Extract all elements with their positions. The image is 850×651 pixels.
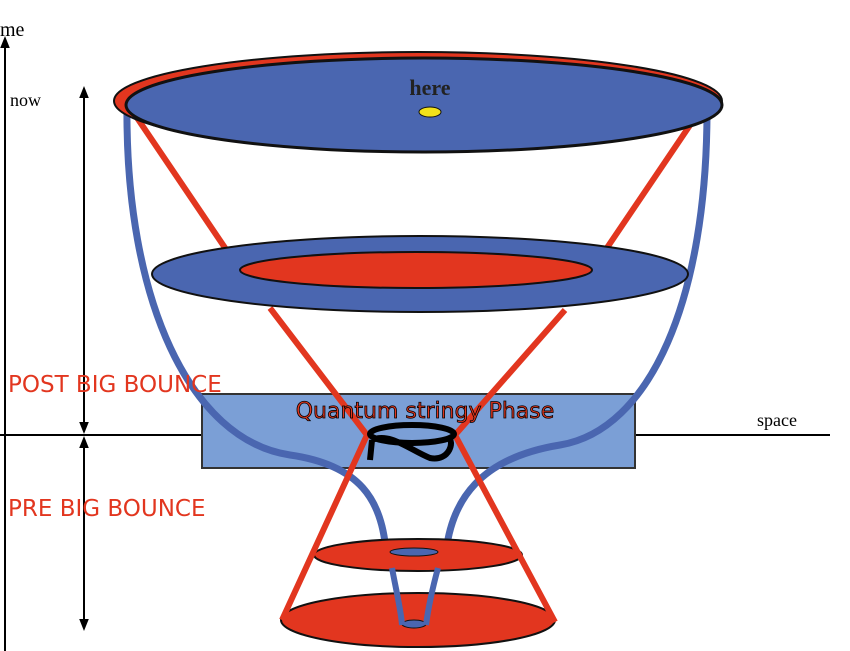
time-axis-label: me [0, 19, 25, 41]
lower-blue-neck-left [389, 567, 405, 626]
quantum-phase-label: Quantum stringy Phase [296, 399, 555, 424]
pre-big-bounce-label: PRE BIG BOUNCE [8, 496, 206, 522]
here-label: here [409, 75, 450, 100]
red-cone-line [122, 98, 243, 272]
now-label: now [10, 90, 41, 110]
string-knot-icon [367, 422, 457, 462]
here-marker [418, 106, 442, 118]
red-cone-line [267, 306, 371, 622]
lower-blue-slice [389, 547, 439, 557]
lower-blue-neck-right [423, 567, 441, 626]
middle-red-slice [239, 251, 593, 289]
post-big-bounce-label: POST BIG BOUNCE [8, 372, 222, 398]
space-axis-label: space [757, 410, 797, 430]
top-blue-slice [124, 56, 724, 154]
bottom-blue-slice [401, 619, 427, 629]
left-blue-curve [123, 104, 390, 553]
right-blue-curve [442, 104, 711, 553]
